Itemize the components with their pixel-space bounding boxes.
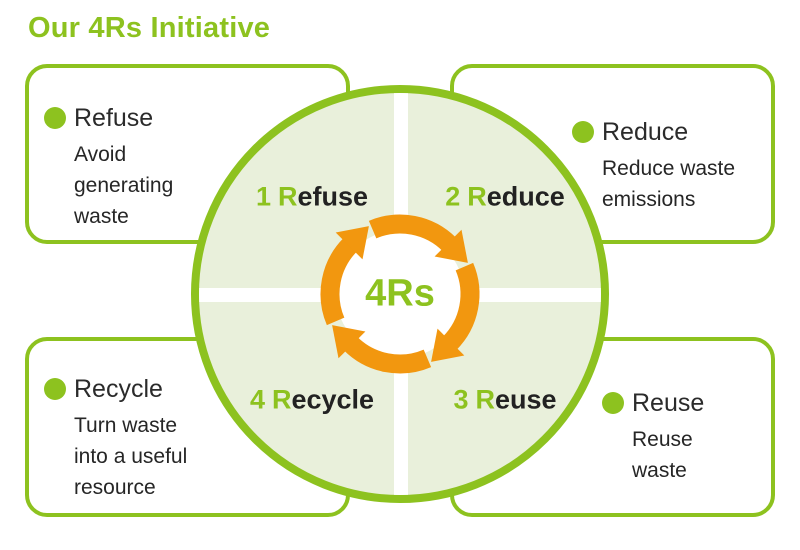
callout-title: Recycle: [74, 375, 163, 403]
callout-description: Reuse waste: [632, 428, 693, 482]
bullet-dot-icon: [44, 378, 66, 400]
hub-label: 4Rs: [365, 272, 435, 315]
callout-description: Turn waste into a useful resource: [74, 414, 188, 499]
callout-title: Reduce: [602, 118, 689, 146]
callout-title: Reuse: [632, 389, 705, 417]
recycle-cycle-arrows-icon: [320, 214, 480, 374]
bullet-dot-icon: [572, 121, 594, 143]
page-title: Our 4Rs Initiative: [28, 12, 271, 44]
callout-description: Avoid generating waste: [74, 143, 174, 228]
bullet-dot-icon: [44, 107, 66, 129]
callout-description: Reduce waste emissions: [602, 157, 736, 211]
bullet-dot-icon: [602, 392, 624, 414]
callout-title: Refuse: [74, 104, 154, 132]
